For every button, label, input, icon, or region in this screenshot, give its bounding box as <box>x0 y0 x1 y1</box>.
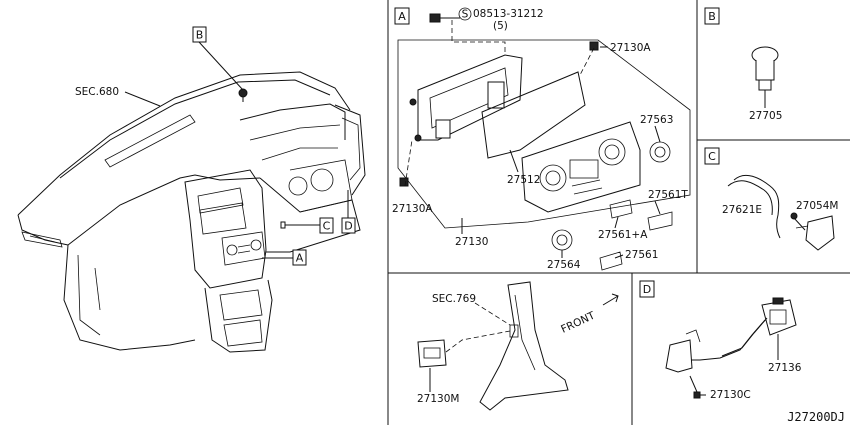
panel-b-illustration <box>751 46 779 108</box>
part-27054m: 27054M <box>796 200 838 212</box>
panel-letter-d: D <box>639 280 655 298</box>
part-qty-5: (5) <box>493 20 508 32</box>
part-27130a-left: 27130A <box>392 203 433 215</box>
part-27130m: 27130M <box>417 393 459 405</box>
part-27130a-top: 27130A <box>610 42 651 54</box>
part-27561: 27561 <box>625 249 658 261</box>
part-27130: 27130 <box>455 236 488 248</box>
callout-c: C <box>323 220 331 233</box>
callout-b: B <box>196 29 204 42</box>
panel-letter-c: C <box>704 147 720 165</box>
part-27705: 27705 <box>749 110 782 122</box>
front-indicator: FRONT <box>559 293 619 336</box>
part-08513-31212: 08513-31212 <box>473 8 544 20</box>
panel-a-labels: S 08513-31212 (5) 27130A 27563 27561T 27… <box>392 7 688 271</box>
svg-text:B: B <box>708 10 716 23</box>
panel-c-illustration <box>727 174 835 251</box>
panel-a-illustration <box>397 13 691 271</box>
sec-680-label: SEC.680 <box>75 86 119 98</box>
overview-callouts: SEC.680 B C D A <box>75 26 356 266</box>
part-27563: 27563 <box>640 114 673 126</box>
panel-d-illustration <box>665 297 797 399</box>
screw-s-mark: S <box>462 9 469 21</box>
drawing-code: J27200DJ <box>787 410 845 424</box>
part-27561t: 27561T <box>648 189 688 201</box>
pillar-illustration <box>417 281 569 411</box>
part-27136: 27136 <box>768 362 802 374</box>
callout-d: D <box>344 220 352 233</box>
svg-text:FRONT: FRONT <box>559 309 597 335</box>
part-27561-plus-a: 27561+A <box>598 229 648 241</box>
part-27130c: 27130C <box>710 389 751 401</box>
panel-borders <box>387 0 850 425</box>
svg-text:D: D <box>643 283 651 296</box>
part-27621e: 27621E <box>722 204 762 216</box>
panel-letter-a: A <box>394 7 410 25</box>
sec-769-label: SEC.769 <box>432 293 476 305</box>
callout-a: A <box>296 252 304 265</box>
panel-letter-b: B <box>704 7 720 25</box>
svg-text:A: A <box>398 10 406 23</box>
dashboard-illustration <box>17 71 366 353</box>
svg-text:C: C <box>708 150 716 163</box>
part-27512: 27512 <box>507 174 540 186</box>
part-27564: 27564 <box>547 259 581 271</box>
